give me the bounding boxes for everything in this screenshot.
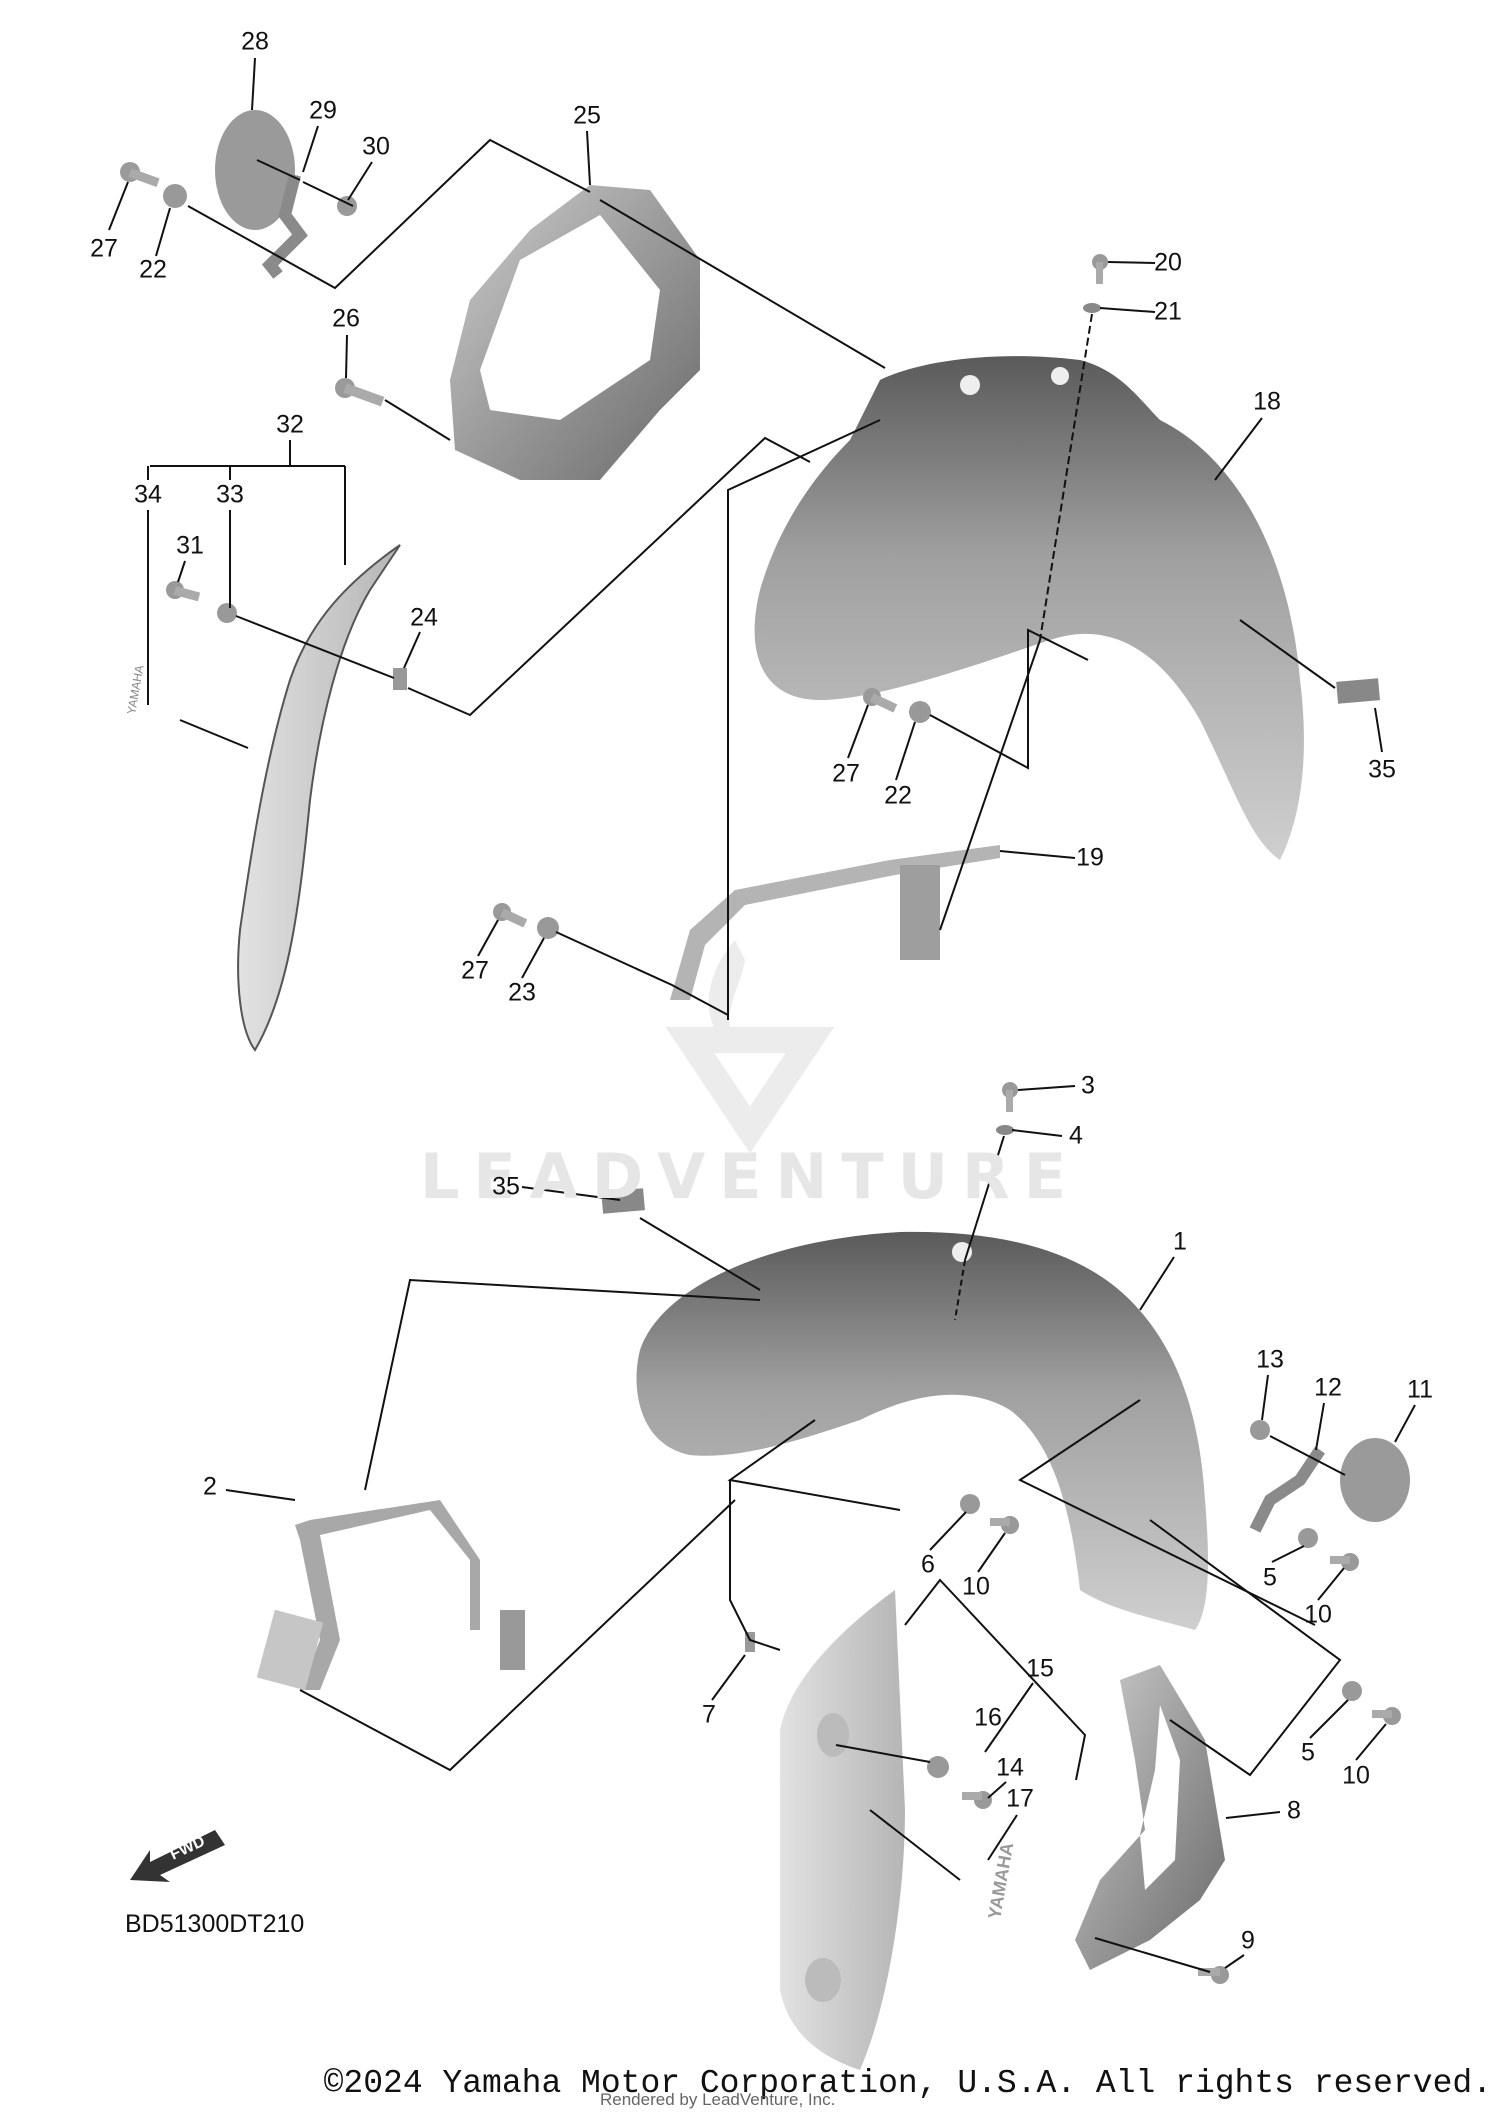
label-patch-35a (1336, 678, 1380, 704)
callout-15[interactable]: 15 (1026, 1654, 1054, 1683)
callout-23[interactable]: 23 (508, 978, 536, 1007)
decal-17: YAMAHA (984, 1841, 1017, 1921)
bolt-27b (863, 688, 898, 713)
screw-20 (1092, 254, 1108, 284)
callout-31[interactable]: 31 (176, 531, 204, 560)
callout-27[interactable]: 27 (461, 956, 489, 985)
callout-35[interactable]: 35 (492, 1172, 520, 1201)
grommet-22b (909, 701, 931, 723)
clip-24 (393, 668, 407, 690)
side-cover-32 (237, 544, 401, 1052)
bolt-27c (493, 903, 528, 928)
callout-22[interactable]: 22 (139, 255, 167, 284)
callout-24[interactable]: 24 (410, 603, 438, 632)
callout-4[interactable]: 4 (1069, 1121, 1083, 1150)
callout-5[interactable]: 5 (1263, 1563, 1277, 1592)
leader-lines (108, 57, 1416, 1973)
callout-16[interactable]: 16 (974, 1703, 1002, 1732)
callout-17[interactable]: 17 (1006, 1784, 1034, 1813)
grommet-5b (1342, 1681, 1362, 1701)
cover-15 (780, 1590, 905, 2070)
callout-25[interactable]: 25 (573, 101, 601, 130)
bracket-frame-25 (450, 185, 700, 480)
bolt-10c (1372, 1707, 1401, 1725)
callout-5[interactable]: 5 (1301, 1738, 1315, 1767)
callout-27[interactable]: 27 (90, 234, 118, 263)
clip-7 (745, 1632, 755, 1652)
bolt-10b (1330, 1553, 1359, 1571)
bracket-12 (1249, 1446, 1325, 1533)
callout-30[interactable]: 30 (362, 132, 390, 161)
stay-19-bracket (900, 865, 940, 960)
callout-22[interactable]: 22 (884, 781, 912, 810)
callout-19[interactable]: 19 (1076, 843, 1104, 872)
bolt-9 (1198, 1966, 1229, 1984)
callout-10[interactable]: 10 (1304, 1600, 1332, 1629)
bracket-8 (1075, 1665, 1225, 1970)
round-cap-11 (1340, 1438, 1410, 1522)
decal-34: YAMAHA (124, 664, 146, 715)
bolt-10a (990, 1516, 1019, 1534)
callout-12[interactable]: 12 (1314, 1373, 1342, 1402)
bracket-29 (261, 173, 308, 279)
screw-3 (1002, 1082, 1018, 1112)
copyright-text: ©2024 Yamaha Motor Corporation, U.S.A. A… (323, 2065, 1492, 2102)
watermark-text: LEADVENTURE (419, 1140, 1081, 1213)
callout-11[interactable]: 11 (1407, 1375, 1433, 1404)
grommet-23 (537, 917, 559, 939)
callout-34[interactable]: 34 (134, 480, 162, 509)
diagram-code: BD51300DT210 (125, 1910, 305, 1938)
callout-18[interactable]: 18 (1253, 387, 1281, 416)
mudguard-18 (754, 356, 1304, 860)
callout-28[interactable]: 28 (241, 27, 269, 56)
callout-27[interactable]: 27 (832, 759, 860, 788)
bolt-31 (166, 581, 201, 602)
washer-33 (217, 603, 237, 623)
grommet-22a (163, 184, 187, 208)
fwd-arrow-icon: FWD (130, 1830, 225, 1882)
callout-1[interactable]: 1 (1173, 1227, 1187, 1256)
fender-stay-2 (295, 1500, 480, 1690)
round-cap-28 (215, 110, 295, 230)
callout-26[interactable]: 26 (332, 304, 360, 333)
washer-21 (1083, 303, 1101, 313)
washer-4 (996, 1125, 1014, 1135)
stay-19 (670, 845, 1000, 1000)
callout-14[interactable]: 14 (996, 1753, 1024, 1782)
label-patch-35b (601, 1188, 645, 1214)
rendered-by-text: Rendered by LeadVenture, Inc. (600, 2090, 836, 2109)
callout-6[interactable]: 6 (921, 1550, 935, 1579)
callout-3[interactable]: 3 (1081, 1071, 1095, 1100)
bolt-26 (335, 378, 385, 407)
grommet-16 (927, 1756, 949, 1778)
nut-13 (1250, 1420, 1270, 1440)
callout-21[interactable]: 21 (1154, 297, 1182, 326)
callout-2[interactable]: 2 (203, 1472, 217, 1501)
callout-13[interactable]: 13 (1256, 1345, 1284, 1374)
callout-35[interactable]: 35 (1368, 755, 1396, 784)
grommet-5a (1298, 1528, 1318, 1548)
watermark-logo (665, 940, 835, 1154)
callout-20[interactable]: 20 (1154, 248, 1182, 277)
callout-33[interactable]: 33 (216, 480, 244, 509)
grommet-6 (960, 1494, 980, 1514)
callout-7[interactable]: 7 (702, 1700, 716, 1729)
callout-9[interactable]: 9 (1241, 1926, 1255, 1955)
callout-32[interactable]: 32 (276, 410, 304, 439)
callout-8[interactable]: 8 (1287, 1796, 1301, 1825)
bolt-14 (962, 1791, 992, 1809)
callout-29[interactable]: 29 (309, 96, 337, 125)
callout-10[interactable]: 10 (1342, 1761, 1370, 1790)
callout-10[interactable]: 10 (962, 1572, 990, 1601)
front-fender-1 (636, 1231, 1208, 1630)
bolt-27a (120, 162, 160, 187)
